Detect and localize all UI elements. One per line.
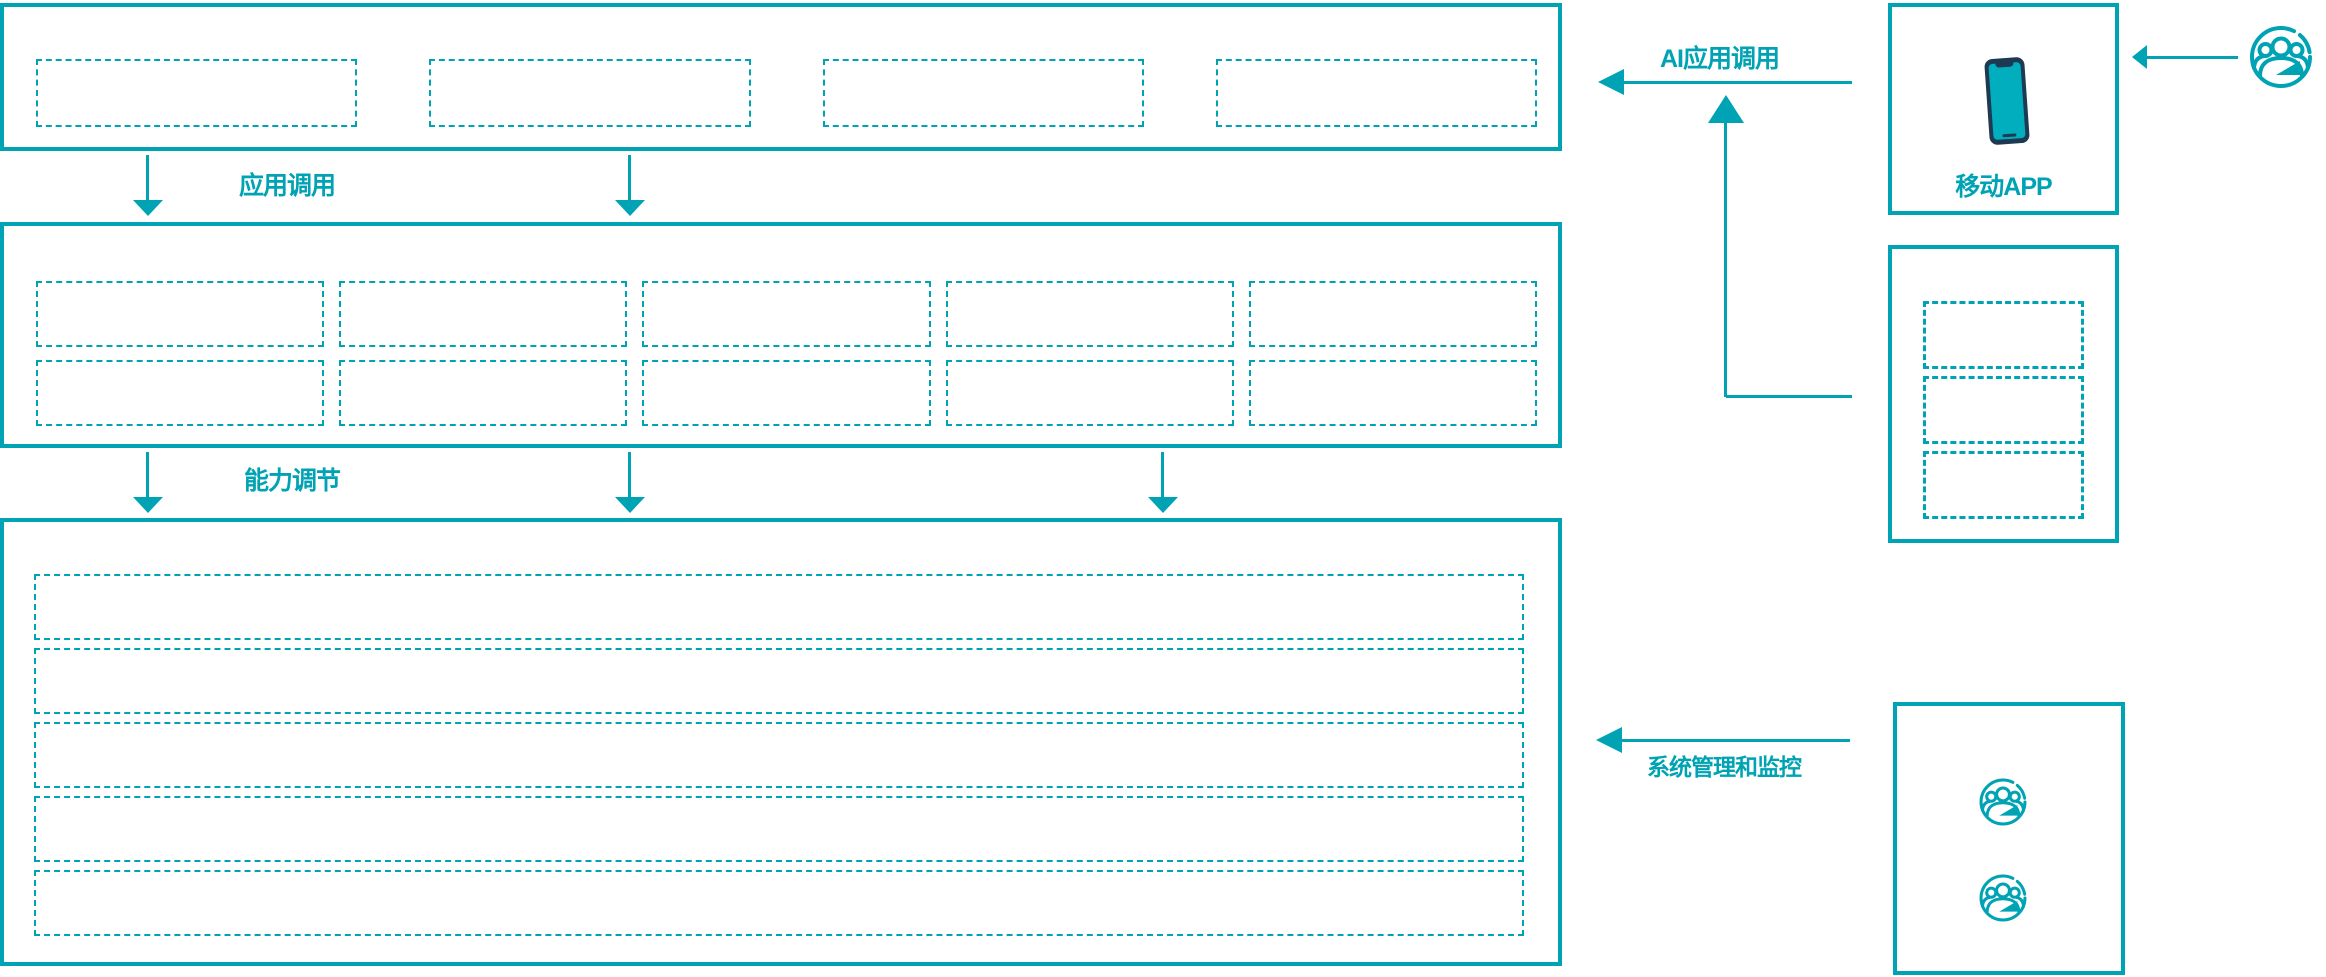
- placeholder-row: [34, 722, 1524, 788]
- placeholder-cell: [642, 360, 931, 426]
- ai-app-call-connector-vertical: [1724, 123, 1727, 397]
- arrow-down-icon: [615, 497, 645, 513]
- placeholder-cell: [339, 360, 628, 426]
- arrow-left-icon: [1596, 727, 1622, 753]
- capability-placeholder-grid: [36, 281, 1537, 426]
- smartphone-icon: [1984, 57, 2030, 145]
- arrow-up-icon: [1708, 95, 1744, 123]
- placeholder-box: [36, 59, 358, 127]
- arrow-down-icon: [133, 200, 163, 216]
- users-group-icon: [2250, 26, 2312, 88]
- capability-adjust-label: 能力调节: [244, 467, 341, 495]
- mobile-app-label: 移动APP: [1955, 173, 2052, 201]
- app-call-label: 应用调用: [239, 172, 336, 200]
- placeholder-cell: [339, 281, 628, 347]
- capability-layer-panel: [0, 222, 1562, 448]
- placeholder-row: [34, 796, 1524, 862]
- placeholder-cell: [36, 360, 325, 426]
- application-layer-panel: [0, 3, 1562, 151]
- users-group-icon: [1979, 874, 2027, 922]
- ai-app-call-label: AI应用调用: [1660, 45, 1780, 73]
- arrow-down-icon: [1148, 497, 1178, 513]
- placeholder-box: [822, 59, 1144, 127]
- platform-placeholder-rows: [34, 574, 1524, 936]
- system-monitor-arrow: [1622, 739, 1850, 742]
- placeholder-row: [34, 648, 1524, 714]
- placeholder-cell: [945, 281, 1234, 347]
- ai-app-call-arrow: [1624, 81, 1852, 84]
- mobile-app-panel: 移动APP: [1888, 3, 2119, 215]
- placeholder-box: [1215, 59, 1537, 127]
- placeholder-cell: [945, 360, 1234, 426]
- platform-layer-panel: [0, 518, 1562, 966]
- app-access-panel: [1888, 245, 2119, 543]
- placeholder-cell: [642, 281, 931, 347]
- ai-app-call-connector-horizontal: [1726, 395, 1852, 398]
- placeholder-cell: [1248, 360, 1537, 426]
- operators-panel: [1893, 702, 2125, 975]
- system-monitor-label: 系统管理和监控: [1647, 754, 1802, 780]
- users-group-icon: [1979, 778, 2027, 826]
- user-to-app-arrow: [2147, 56, 2238, 59]
- arrow-left-icon: [1598, 69, 1624, 95]
- arrow-down-icon: [133, 497, 163, 513]
- placeholder-box: [429, 59, 751, 127]
- app-access-placeholder-stack: [1923, 301, 2084, 519]
- arrow-left-icon: [2132, 45, 2147, 69]
- placeholder-cell: [1248, 281, 1537, 347]
- placeholder-row: [34, 574, 1524, 640]
- placeholder-box: [1923, 451, 2084, 519]
- operator-icons: [1978, 777, 2028, 923]
- placeholder-box: [1923, 376, 2084, 444]
- arrow-down-icon: [615, 200, 645, 216]
- placeholder-cell: [36, 281, 325, 347]
- placeholder-row: [34, 870, 1524, 936]
- application-placeholder-group: [36, 59, 1537, 127]
- placeholder-box: [1923, 301, 2084, 369]
